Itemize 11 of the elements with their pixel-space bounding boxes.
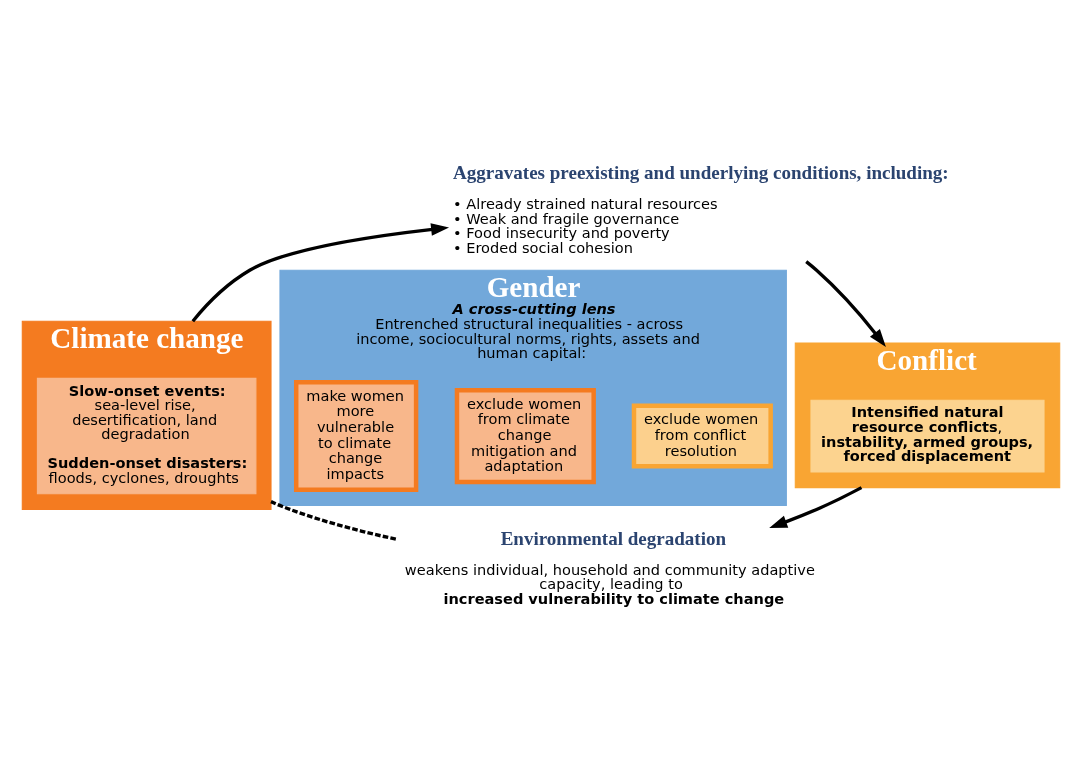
arrow [191, 222, 450, 322]
node-box: make women more vulnerable to climate change impacts [294, 379, 419, 492]
node-text: Environmental degradation weakens individual, household and community adaptive capacity, leading to increased vulnerability to climate change [404, 527, 815, 607]
connector [270, 499, 397, 541]
node-box: exclude women from conflict resolution [631, 403, 773, 469]
node-box: Slow-onset events: sea-level rise, desertification, land degradation Sudden-onset disasters: floods, cyclones, droughts [36, 377, 257, 494]
arrow [769, 485, 863, 528]
node-box: exclude women from climate change mitigation and adaptation [454, 387, 596, 484]
node-text: Aggravates preexisting and underlying conditions, including: • Already strained natural resources • Weak and fragile governance • Food insecurity and poverty • Eroded social cohesion [453, 161, 949, 256]
node-box: Intensified natural resource conflicts, instability, armed groups, forced displacement [810, 399, 1045, 472]
arrow [805, 259, 886, 347]
